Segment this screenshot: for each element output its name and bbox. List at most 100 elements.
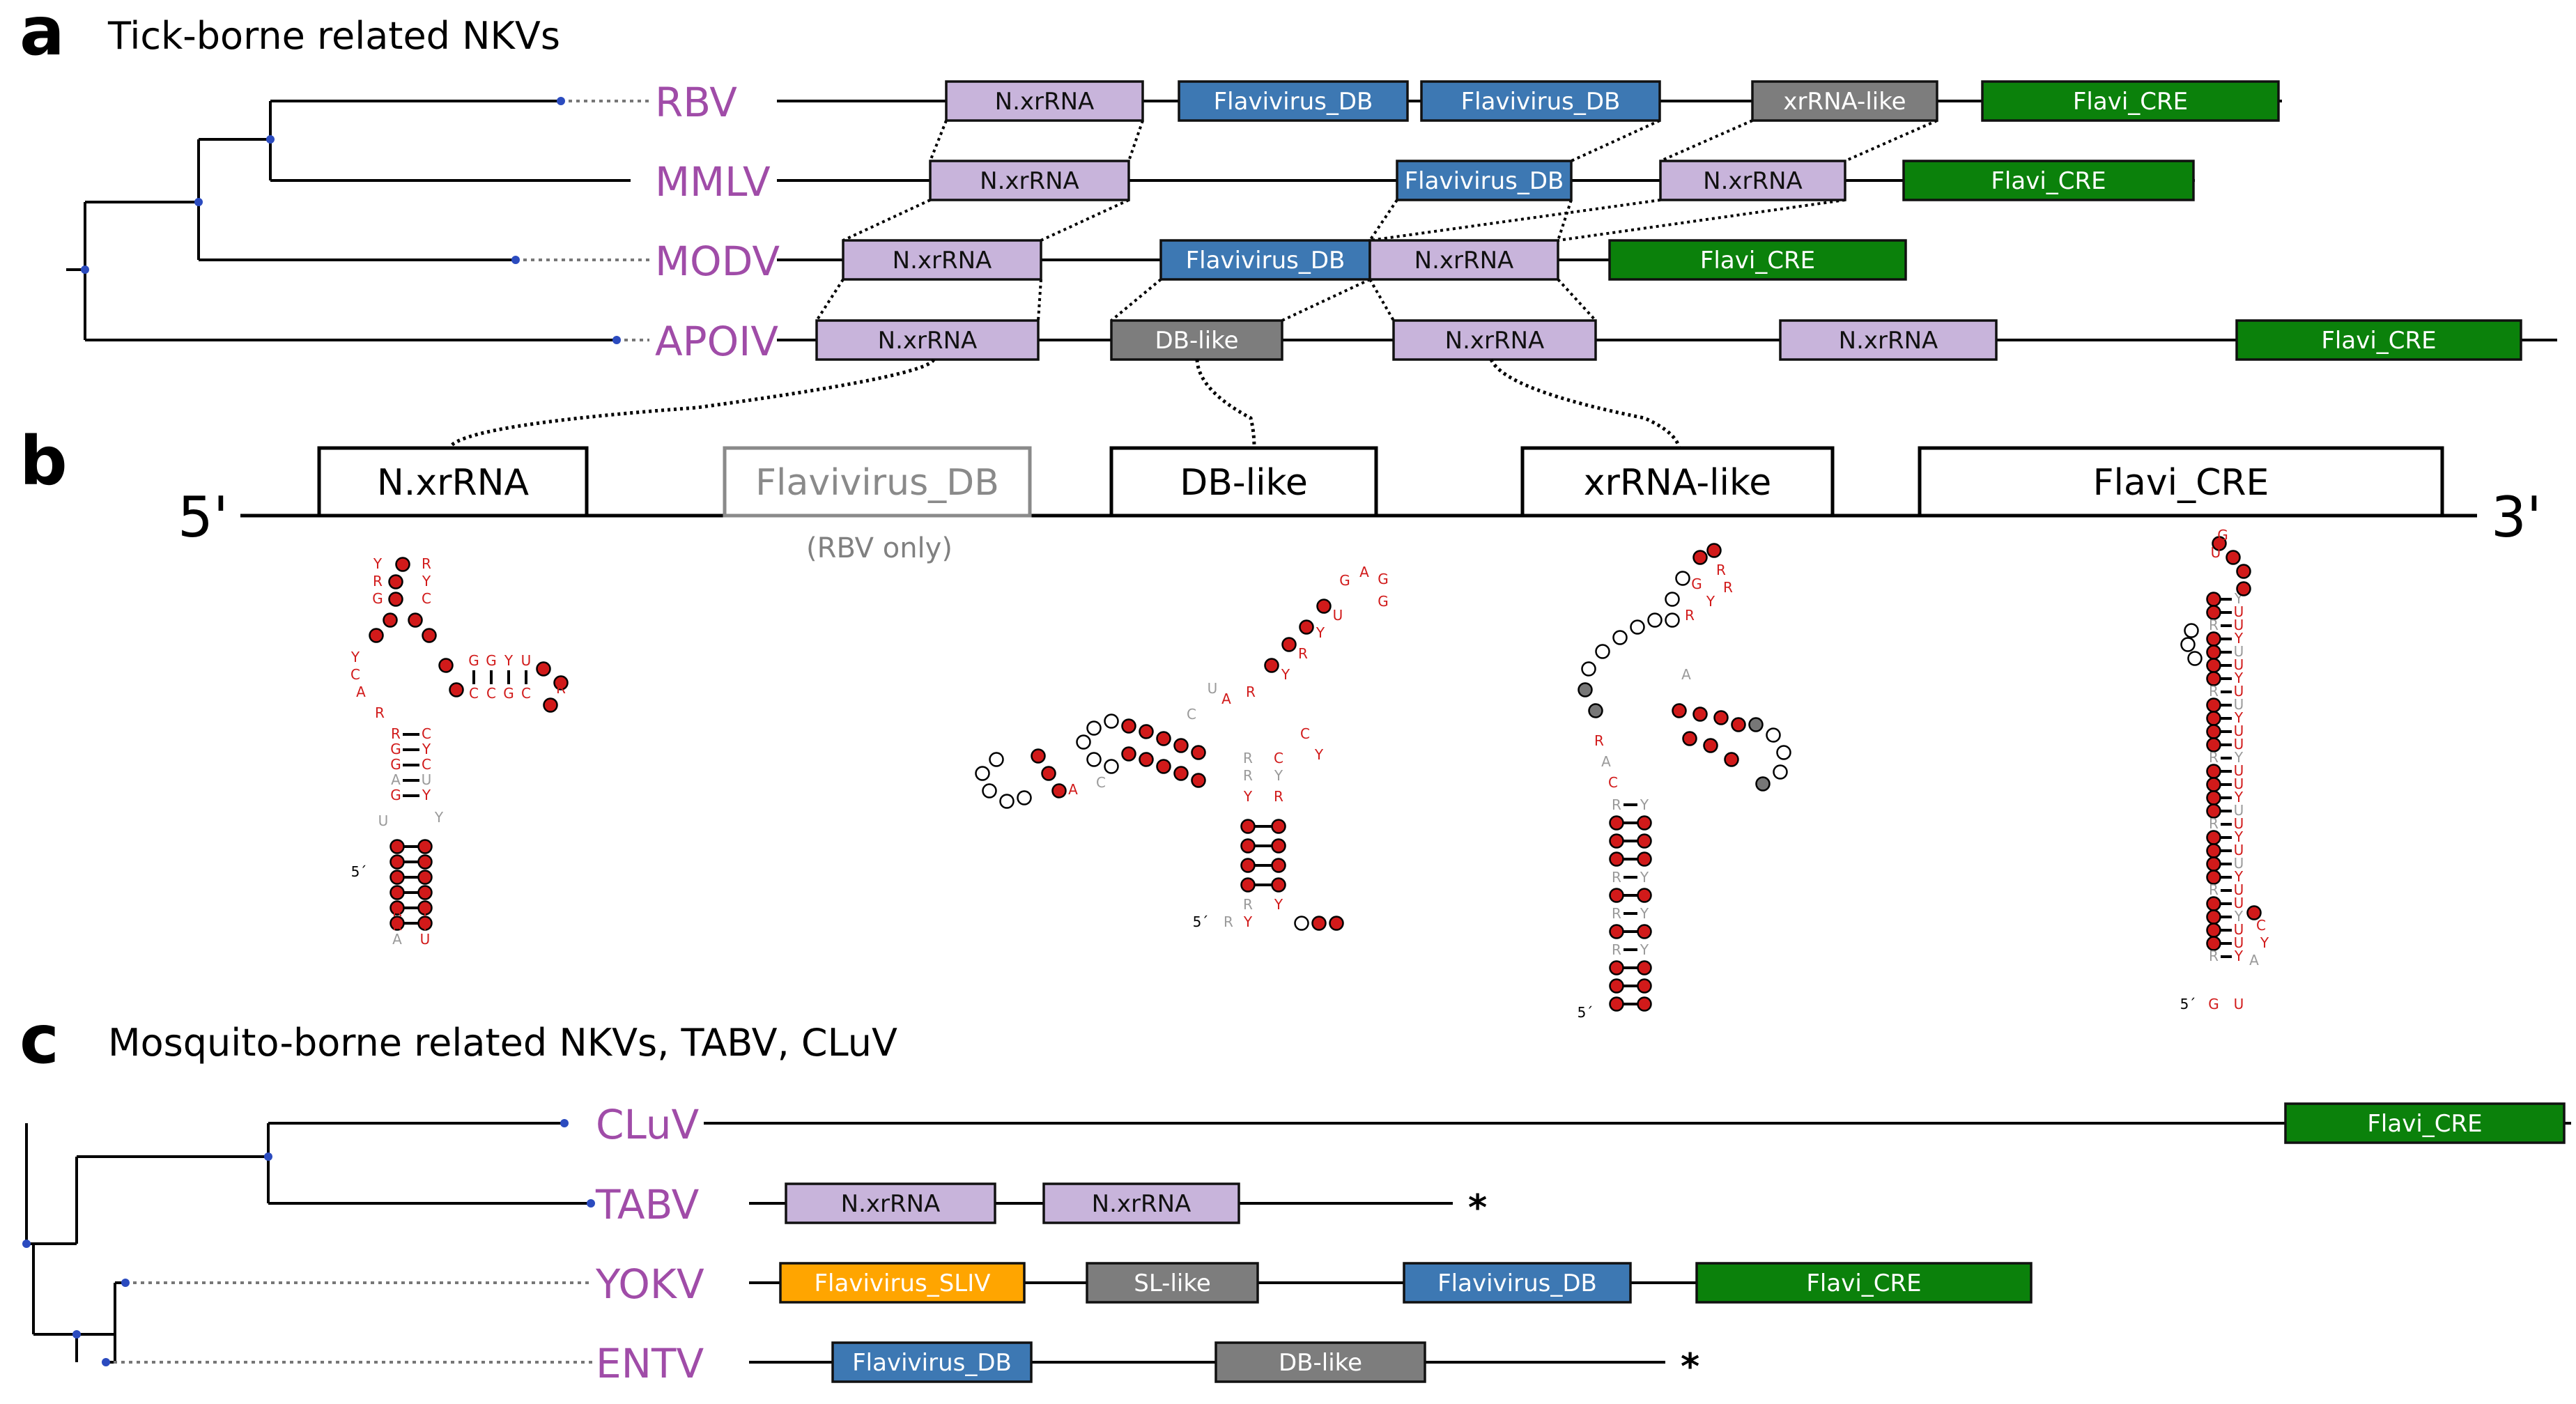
a-block-label-rbv-0: N.xrRNA	[995, 88, 1095, 116]
a-block-apoiv-3	[1779, 319, 1998, 361]
c-block-label-entv-1: DB-like	[1279, 1349, 1362, 1377]
cre-lt-17: R	[2209, 815, 2219, 832]
nx-mid-l-4: R	[391, 725, 401, 742]
a-block-modv-3	[1608, 239, 1907, 281]
cre-r-11: U	[2234, 736, 2244, 753]
nx-side-bot-0: C	[469, 685, 479, 702]
db-lb-loop-2	[1076, 734, 1091, 750]
c-block-tabv-1	[1042, 1182, 1240, 1224]
homology-link-15	[1368, 279, 1395, 321]
homology-link-7	[1368, 199, 1398, 242]
nx-stem1-r-2	[417, 870, 433, 885]
cre-l-26	[2206, 936, 2221, 951]
a-block-modv-1	[1159, 239, 1371, 281]
nx-mid-r-4: C	[422, 725, 431, 742]
a-block-label-apoiv-3: N.xrRNA	[1839, 327, 1938, 355]
consensus-box-label-0: N.xrRNA	[377, 462, 530, 504]
xl-stem-lt-0: R	[1612, 796, 1621, 813]
cre-l-16	[2206, 803, 2221, 819]
xl-rb2-1	[1703, 738, 1718, 753]
db-rh-y: Y	[1314, 746, 1324, 763]
cre-r-16: U	[2234, 802, 2244, 819]
tree-c-yokv-entv	[75, 1281, 125, 1364]
cre-r-17: U	[2234, 815, 2244, 832]
xl-stem-r-1	[1637, 815, 1652, 831]
a-virus-label-mmlv: MMLV	[655, 158, 771, 206]
nx-loop-3: Y	[350, 649, 360, 665]
cre-l-4	[2206, 645, 2221, 660]
xl-stem-r-7	[1637, 924, 1652, 939]
homology-link-4	[1844, 119, 1938, 162]
a-block-label-modv-3: Flavi_CRE	[1700, 247, 1815, 275]
xl-stem-l-5	[1609, 888, 1624, 903]
c-block-label-yokv-3: Flavi_CRE	[1806, 1270, 1921, 1297]
tree-c-node-2	[264, 1152, 272, 1161]
cre-5prime: 5´	[2180, 996, 2196, 1012]
nx-stem1-r-0	[417, 839, 433, 854]
homology-link-10	[1557, 199, 1846, 242]
homology-link-9	[1369, 199, 1661, 242]
xl-rloop-3	[1773, 764, 1788, 780]
cre-r-23: U	[2234, 895, 2244, 911]
db-rh-0: A	[1221, 691, 1231, 707]
tree-a-node-0	[81, 265, 89, 274]
xl-a2: A	[1681, 666, 1691, 683]
db-5prime: 5´	[1193, 913, 1209, 930]
a-block-mmlv-3	[1902, 160, 2195, 201]
db-top-l2: R	[1243, 767, 1253, 784]
cre-l-9	[2206, 711, 2221, 726]
xl-stem-l-9	[1609, 960, 1624, 975]
db-stem-l-2	[1240, 838, 1256, 854]
homology-link-16	[1557, 278, 1597, 322]
a-block-label-mmlv-1: Flavivirus_DB	[1405, 167, 1564, 195]
xl-rloop-4	[1755, 776, 1771, 792]
xl-stem-r-3	[1637, 851, 1652, 867]
xl-a1: A	[1601, 753, 1611, 770]
nx-mid-l-1: A	[391, 771, 401, 788]
consensus-box-3	[1520, 446, 1835, 518]
nx-ap-l-0: G	[372, 590, 383, 607]
db-ll-stem-1	[1041, 766, 1056, 781]
db-stem-r-0	[1271, 877, 1286, 893]
nx-mid-l-0: G	[390, 787, 401, 803]
nx-low-r-0: U	[420, 931, 431, 948]
cre-jc	[2246, 905, 2262, 920]
a-block-rbv-4	[1981, 80, 2280, 122]
xl-top-1	[1665, 592, 1680, 607]
a-block-mmlv-0	[929, 160, 1130, 201]
cre-5-u: U	[2234, 996, 2244, 1012]
genome-backbones	[704, 100, 2571, 1364]
nx-side-top-1: G	[486, 652, 497, 669]
cre-l-0	[2206, 592, 2221, 607]
nx-low-l-0: A	[392, 931, 402, 948]
xl-stem-l-1	[1609, 815, 1624, 831]
cre-r-18: Y	[2234, 828, 2244, 845]
c-block-yokv-1	[1086, 1262, 1259, 1304]
cre-l-11	[2206, 737, 2221, 753]
db-top-l1: Y	[1243, 788, 1253, 805]
nx-ap-r-0: C	[422, 590, 431, 607]
nx-loop-1: A	[356, 684, 366, 700]
three-prime-label: 3'	[2491, 485, 2542, 550]
consensus-box-label-2: DB-like	[1180, 462, 1308, 504]
consensus-box-label-4: Flavi_CRE	[2093, 462, 2269, 504]
nx-side-l3	[543, 697, 558, 713]
db-lb-b-4	[1121, 746, 1136, 762]
homology-link-13	[1110, 278, 1162, 322]
xl-r1: R	[1594, 732, 1604, 749]
homology-link-14	[1281, 278, 1371, 322]
db-lb-b-2	[1156, 759, 1171, 774]
db-stem-l-0	[1240, 877, 1256, 893]
nx-loop-c-1	[383, 612, 398, 628]
a-block-label-mmlv-0: N.xrRNA	[980, 167, 1079, 195]
c-block-label-yokv-2: Flavivirus_DB	[1437, 1270, 1597, 1297]
db-top-r3: C	[1274, 750, 1283, 766]
cre-side-0	[2184, 623, 2199, 638]
consensus-box-1	[723, 446, 1032, 518]
nx-5prime: 5´	[351, 863, 367, 880]
c-virus-label-entv: ENTV	[596, 1340, 704, 1387]
db-top-r1: R	[1274, 788, 1283, 805]
xl-loop-0	[1581, 661, 1596, 677]
